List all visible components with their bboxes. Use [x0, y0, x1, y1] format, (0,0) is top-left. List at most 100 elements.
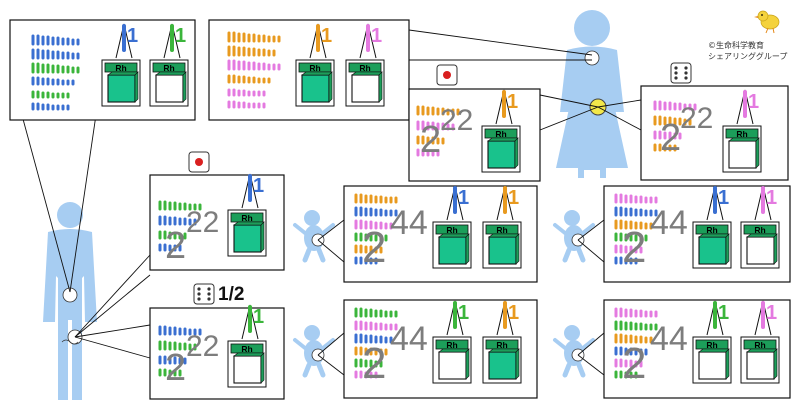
dice-six-icon — [670, 62, 692, 84]
count-prefix-sperm-2: 2 — [165, 347, 186, 389]
child-3-rh-right-chromosome-callout: 1 — [496, 300, 519, 336]
count-value-egg-2: 22 — [680, 102, 713, 135]
rh-label: Rh — [241, 213, 252, 223]
mother-rh-right-chromosome-callout: 1 — [359, 23, 382, 59]
count-prefix-child-3: 2 — [362, 339, 386, 388]
chromosome-number: 1 — [458, 302, 469, 324]
chromosome-number: 1 — [508, 302, 519, 324]
chromosome-number: 1 — [458, 187, 469, 209]
child-1-rh-right-cube: Rh — [482, 221, 522, 269]
rh-label: Rh — [241, 344, 252, 354]
count-value-child-3: 44 — [390, 320, 428, 358]
rh-label: Rh — [115, 63, 126, 73]
count-prefix-child-2: 2 — [622, 223, 646, 272]
sperm-1-rh-cube: Rh — [227, 209, 267, 257]
count-value-sperm-2: 22 — [186, 330, 219, 363]
mother-rh-left-cube: Rh — [295, 59, 335, 107]
dice-one-icon — [188, 151, 210, 173]
egg-1-rh-chromosome-callout: 1 — [495, 89, 518, 125]
chromosome-number: 1 — [748, 91, 759, 113]
credit-line-1: ©生命科学教育 — [708, 41, 764, 50]
rh-label: Rh — [446, 340, 457, 350]
rh-label: Rh — [309, 63, 320, 73]
rh-label: Rh — [446, 225, 457, 235]
chromosome-number: 1 — [718, 187, 729, 209]
count-prefix-child-4: 2 — [622, 339, 646, 388]
child-4-rh-left-cube: Rh — [692, 336, 732, 384]
chromosome-number: 1 — [766, 302, 777, 324]
count-value-sperm-1: 22 — [186, 206, 219, 239]
chromosome-number: 1 — [766, 187, 777, 209]
chromosome-number: 1 — [508, 187, 519, 209]
child-2-rh-right-chromosome-callout: 1 — [754, 185, 777, 221]
count-value-child-2: 44 — [650, 204, 688, 242]
father-rh-right-chromosome-callout: 1 — [163, 23, 186, 59]
chromosome-number: 1 — [718, 302, 729, 324]
chromosome-number: 1 — [371, 25, 382, 47]
egg-2-rh-cube: Rh — [722, 125, 762, 173]
dice-six-icon — [193, 283, 215, 305]
egg-2-rh-chromosome-callout: 1 — [736, 89, 759, 125]
karyotype-child-3 — [354, 307, 398, 379]
father-rh-left-cube: Rh — [101, 59, 141, 107]
sperm-1-rh-chromosome-callout: 1 — [241, 173, 264, 209]
father-figure-person-icon — [43, 202, 97, 400]
rh-label: Rh — [163, 63, 174, 73]
count-prefix-child-1: 2 — [362, 223, 386, 272]
karyotype-egg-1 — [416, 105, 460, 157]
karyotype-child-2 — [614, 193, 658, 265]
sperm-2-rh-chromosome-callout: 1 — [241, 304, 264, 340]
chromosome-number: 1 — [321, 25, 332, 47]
karyotype-child-1 — [354, 193, 398, 265]
child-1-rh-right-chromosome-callout: 1 — [496, 185, 519, 221]
count-prefix-egg-1: 2 — [420, 119, 441, 161]
rh-label: Rh — [496, 225, 507, 235]
chromosome-number: 1 — [253, 175, 264, 197]
karyotype-egg-2 — [653, 100, 697, 152]
chromosome-number: 1 — [127, 25, 138, 47]
chick-logo-icon — [753, 10, 780, 34]
child-2-rh-right-cube: Rh — [740, 221, 780, 269]
chromosome-number: 1 — [175, 25, 186, 47]
rh-label: Rh — [736, 129, 747, 139]
child-3-rh-right-cube: Rh — [482, 336, 522, 384]
count-value-egg-1: 22 — [440, 104, 473, 137]
credit-line-2: シェアリンググループ — [708, 52, 788, 61]
rh-label: Rh — [754, 340, 765, 350]
sperm-2-rh-cube: Rh — [227, 340, 267, 388]
baby-figure-2-baby-icon — [553, 210, 595, 263]
rh-gene-cells: 1Rh1Rh1Rh1Rh1Rh1Rh1Rh1Rh1Rh1Rh1Rh1Rh1Rh1… — [101, 23, 780, 388]
child-4-rh-left-chromosome-callout: 1 — [706, 300, 729, 336]
chromosome-number: 1 — [253, 306, 264, 328]
count-prefix-sperm-1: 2 — [165, 225, 186, 267]
rh-label: Rh — [495, 129, 506, 139]
count-labels: 2 22 2 22 2 22 2 22 2 44 2 44 2 44 2 44 — [165, 102, 713, 389]
mother-figure-person-icon — [556, 10, 628, 178]
rh-label: Rh — [706, 225, 717, 235]
rh-label: Rh — [359, 63, 370, 73]
child-4-rh-right-chromosome-callout: 1 — [754, 300, 777, 336]
mother-rh-left-chromosome-callout: 1 — [309, 23, 332, 59]
child-1-rh-left-chromosome-callout: 1 — [446, 185, 469, 221]
credit-block: ©生命科学教育 シェアリンググループ — [708, 40, 787, 62]
chromosome-number: 1 — [507, 91, 518, 113]
baby-figure-4-baby-icon — [553, 325, 595, 378]
baby-figure-1-baby-icon — [293, 210, 335, 263]
child-3-rh-left-cube: Rh — [432, 336, 472, 384]
rh-label: Rh — [496, 340, 507, 350]
dice-one-icon — [436, 64, 458, 86]
child-1-rh-left-cube: Rh — [432, 221, 472, 269]
child-2-rh-left-cube: Rh — [692, 221, 732, 269]
mother-rh-right-cube: Rh — [345, 59, 385, 107]
egg-1-rh-cube: Rh — [481, 125, 521, 173]
count-prefix-egg-2: 2 — [660, 117, 681, 159]
probability-label: 1/2 — [218, 284, 245, 305]
rh-label: Rh — [706, 340, 717, 350]
count-value-child-1: 44 — [390, 204, 428, 242]
father-rh-right-cube: Rh — [149, 59, 189, 107]
karyotype-mother — [227, 31, 281, 109]
child-2-rh-left-chromosome-callout: 1 — [706, 185, 729, 221]
child-3-rh-left-chromosome-callout: 1 — [446, 300, 469, 336]
karyotype-sperm-1 — [158, 200, 202, 252]
